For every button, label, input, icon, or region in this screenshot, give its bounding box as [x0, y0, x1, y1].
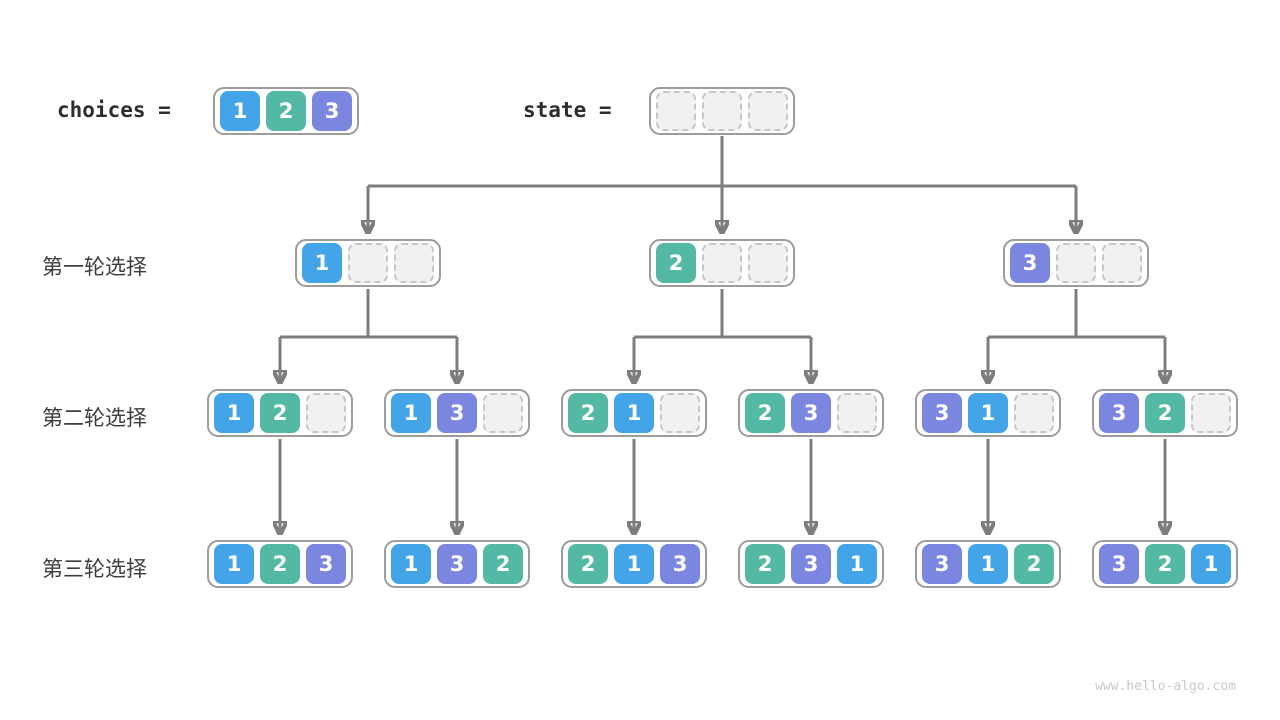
value-cell: 1	[968, 393, 1008, 433]
empty-cell	[660, 393, 700, 433]
value-cell: 3	[437, 544, 477, 584]
value-cell: 3	[791, 393, 831, 433]
value-cell: 3	[660, 544, 700, 584]
watermark: www.hello-algo.com	[1095, 679, 1236, 694]
value-cell: 2	[568, 544, 608, 584]
value-cell: 1	[1191, 544, 1231, 584]
empty-cell	[748, 91, 788, 131]
value-cell: 2	[656, 243, 696, 283]
value-cell: 3	[1010, 243, 1050, 283]
empty-cell	[748, 243, 788, 283]
value-cell: 1	[214, 393, 254, 433]
empty-cell	[306, 393, 346, 433]
value-cell: 2	[745, 544, 785, 584]
value-cell: 3	[306, 544, 346, 584]
value-cell: 2	[1145, 393, 1185, 433]
value-cell: 2	[260, 393, 300, 433]
value-cell: 2	[568, 393, 608, 433]
value-cell: 1	[837, 544, 877, 584]
state-array	[649, 87, 795, 135]
value-cell: 2	[1014, 544, 1054, 584]
state-label: state =	[523, 98, 612, 122]
empty-cell	[702, 91, 742, 131]
value-cell: 2	[260, 544, 300, 584]
empty-cell	[1014, 393, 1054, 433]
empty-cell	[656, 91, 696, 131]
empty-cell	[394, 243, 434, 283]
value-cell: 1	[220, 91, 260, 131]
round-1-node-3: 3	[1003, 239, 1149, 287]
value-cell: 2	[483, 544, 523, 584]
value-cell: 1	[614, 393, 654, 433]
value-cell: 3	[1099, 393, 1139, 433]
value-cell: 1	[968, 544, 1008, 584]
value-cell: 2	[745, 393, 785, 433]
value-cell: 1	[614, 544, 654, 584]
value-cell: 3	[437, 393, 477, 433]
round-1-node-1: 1	[295, 239, 441, 287]
round-1-node-2: 2	[649, 239, 795, 287]
choices-label: choices =	[57, 98, 171, 122]
value-cell: 1	[391, 544, 431, 584]
empty-cell	[483, 393, 523, 433]
value-cell: 3	[791, 544, 831, 584]
empty-cell	[1102, 243, 1142, 283]
empty-cell	[1056, 243, 1096, 283]
value-cell: 2	[1145, 544, 1185, 584]
round-3-label: 第三轮选择	[42, 558, 147, 581]
round-1-label: 第一轮选择	[42, 256, 147, 279]
value-cell: 1	[302, 243, 342, 283]
value-cell: 1	[391, 393, 431, 433]
empty-cell	[702, 243, 742, 283]
value-cell: 2	[266, 91, 306, 131]
round-2-label: 第二轮选择	[42, 407, 147, 430]
value-cell: 3	[922, 393, 962, 433]
value-cell: 3	[922, 544, 962, 584]
empty-cell	[1191, 393, 1231, 433]
value-cell: 3	[1099, 544, 1139, 584]
value-cell: 1	[214, 544, 254, 584]
empty-cell	[348, 243, 388, 283]
empty-cell	[837, 393, 877, 433]
value-cell: 3	[312, 91, 352, 131]
